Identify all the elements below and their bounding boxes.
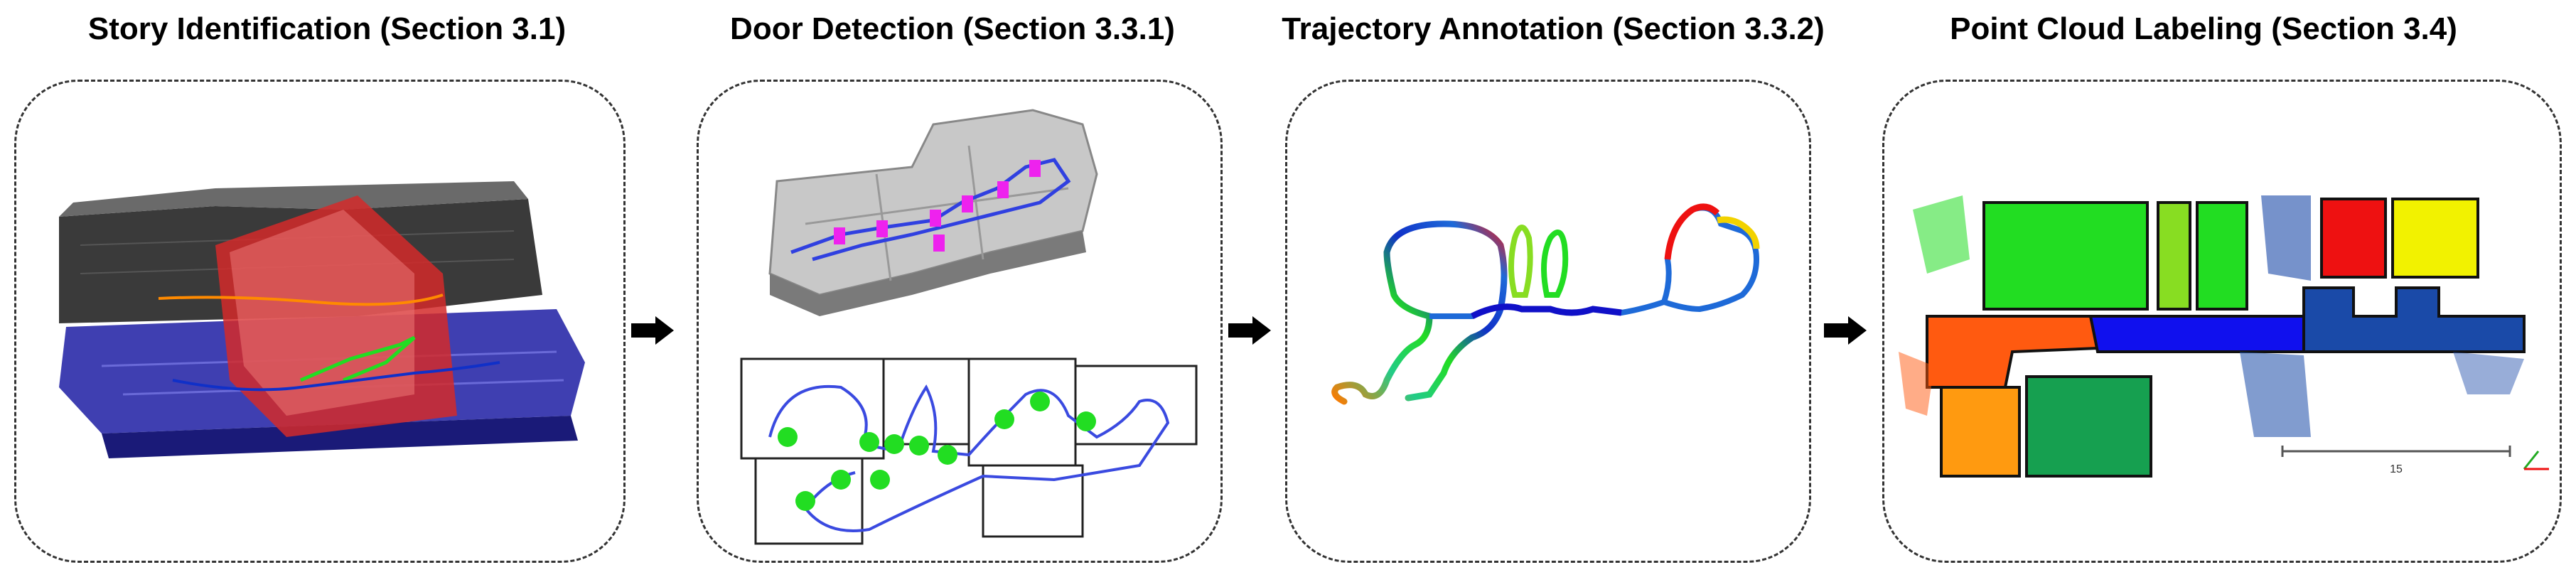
upper-trajectory <box>158 293 444 306</box>
room-orange <box>1940 386 2021 478</box>
room-green-small <box>2196 201 2248 311</box>
scale-bar: 15 <box>2281 446 2511 475</box>
right-arrow-icon <box>1824 316 1867 345</box>
point-cloud-labeling-title: Point Cloud Labeling (Section 3.4) <box>1950 11 2457 46</box>
story-identification-panel <box>14 80 626 563</box>
trajectory-dark-blue-segment <box>1470 303 1622 320</box>
room-yellow <box>2391 198 2479 279</box>
trajectory-loop-green-1 <box>1508 225 1533 298</box>
trajectory-yellow-segment <box>1717 216 1760 249</box>
room-green-large <box>1982 201 2149 311</box>
door-markers-3d <box>834 160 1041 252</box>
trajectory-loop-green-2 <box>1541 230 1569 298</box>
door-trajectory-2d <box>768 384 1170 532</box>
door-markers-2d <box>778 392 1096 511</box>
room-dark-green <box>2025 375 2152 478</box>
door-trajectory-3d <box>790 158 1071 262</box>
door-detection-title: Door Detection (Section 3.3.1) <box>730 11 1175 46</box>
right-arrow-icon <box>1228 316 1271 345</box>
room-lime <box>2157 201 2191 311</box>
scale-bar-label: 15 <box>2390 463 2403 475</box>
lower-trajectory <box>172 361 500 392</box>
corridor-blue <box>2088 315 2305 353</box>
point-scatter <box>1899 195 2524 437</box>
corridor-navy <box>2302 286 2526 353</box>
labeled-rooms <box>1926 198 2526 478</box>
room-red <box>2320 198 2387 279</box>
axis-gizmo-icon <box>2523 451 2549 470</box>
right-arrow-icon <box>631 316 674 345</box>
story-identification-title: Story Identification (Section 3.1) <box>87 11 567 46</box>
trajectory-annotation-title: Trajectory Annotation (Section 3.3.2) <box>1282 11 1825 46</box>
trajectory-annotation-panel <box>1285 80 1811 563</box>
trajectory-red-segment <box>1664 203 1720 260</box>
floor-plan-2d <box>740 357 1198 545</box>
stair-trajectory <box>300 335 416 382</box>
trajectory-main-corridor <box>1429 205 1760 319</box>
door-detection-panel <box>697 80 1223 563</box>
point-cloud-labeling-panel: 15 <box>1882 80 2562 563</box>
